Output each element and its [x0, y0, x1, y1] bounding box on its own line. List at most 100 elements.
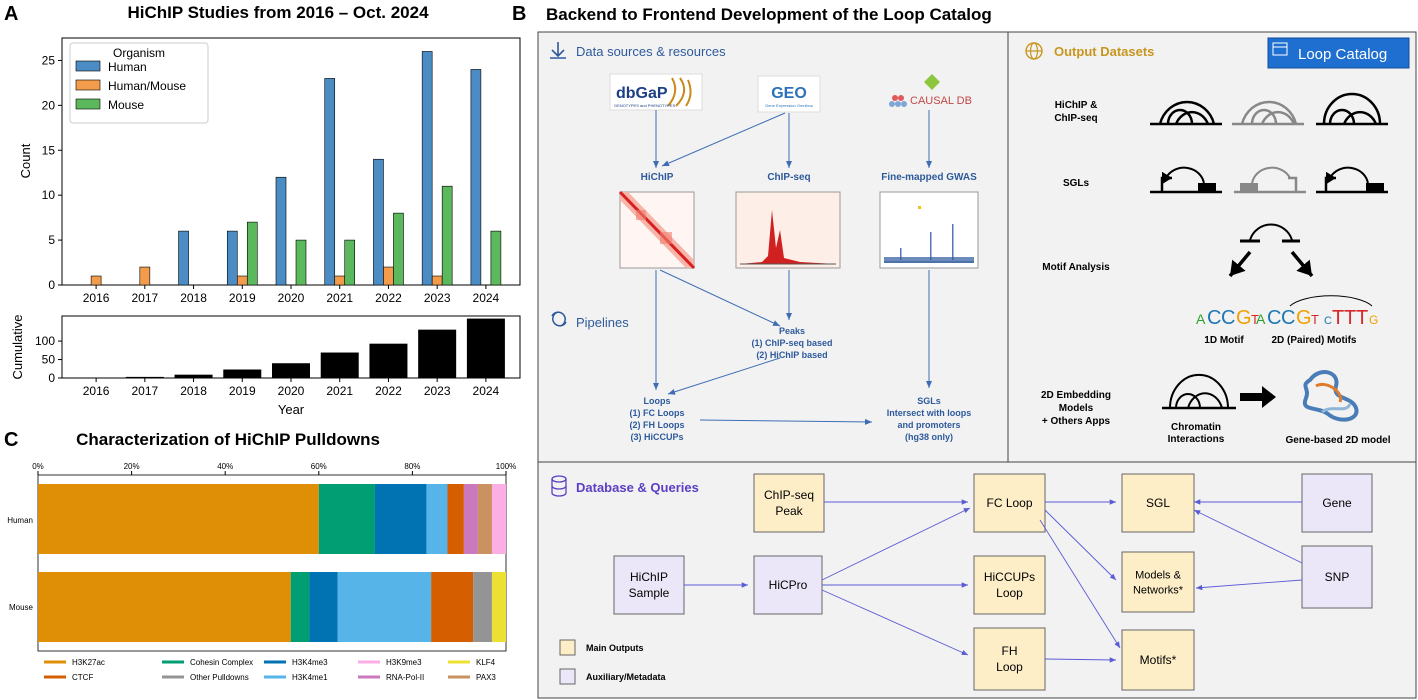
svg-text:A: A — [1196, 311, 1206, 327]
cumulative-bar — [272, 363, 310, 378]
cumulative-y-tick-label: 50 — [42, 353, 56, 367]
pulldown-legend-entry: H3K9me3 — [386, 658, 422, 667]
count-bar — [421, 51, 433, 286]
cumulative-bar — [174, 374, 213, 378]
chipseq-peak-plot — [735, 191, 841, 269]
pulldown-plot-frame — [37, 474, 507, 652]
count-bar — [373, 158, 384, 286]
motif-loop-icon — [1228, 223, 1314, 278]
pulldown-segment — [38, 572, 291, 642]
svg-text:T: T — [1251, 312, 1259, 327]
svg-text:C: C — [1324, 315, 1332, 327]
cumulative-bars — [77, 318, 505, 378]
cumulative-x-tick-label: 2022 — [375, 384, 402, 398]
node-hicpro: HiCPro — [753, 555, 823, 615]
sgl-icons-row — [1150, 166, 1388, 194]
cumulative-y-tick-label: 100 — [35, 334, 55, 348]
motif-2d-logo: A C C G T C T T T G — [1256, 295, 1378, 329]
pulldown-segment — [337, 572, 432, 642]
count-x-tick-label: 2024 — [473, 291, 500, 305]
cumulative-bar — [223, 369, 262, 378]
sgl-icon-alt — [1316, 166, 1388, 194]
motif-1d-label: 1D Motif — [1204, 335, 1244, 346]
pulldown-segment — [491, 484, 506, 554]
legend-swatch-main — [559, 639, 576, 656]
legend-entry: Human/Mouse — [108, 79, 186, 93]
output-row-label: HiChIP & — [1055, 100, 1098, 111]
panel-c: C Characterization of HiChIP Pulldowns 0… — [4, 429, 516, 682]
count-bar — [470, 69, 482, 286]
chart-title-a: HiChIP Studies from 2016 – Oct. 2024 — [127, 3, 429, 22]
count-bar — [344, 239, 356, 286]
node-label: Models & — [1135, 569, 1182, 581]
panel-letter-b: B — [512, 3, 526, 25]
legend-entry: Human — [108, 60, 147, 74]
pulldown-legend-entry: RNA-Pol-II — [386, 673, 424, 682]
cumulative-y-label: Cumulative — [10, 314, 25, 379]
node-gene: Gene — [1301, 473, 1373, 533]
count-y-tick-label: 0 — [48, 278, 55, 292]
svg-text:C: C — [1207, 307, 1221, 329]
chart-title-c: Characterization of HiChIP Pulldowns — [76, 430, 380, 449]
database-heading: Database & Queries — [576, 480, 699, 495]
pulldown-legend-entry: H3K4me3 — [292, 658, 328, 667]
count-bar — [178, 230, 189, 286]
dbgap-logo: dbGaP GENOTYPES and PHENOTYPES — [609, 73, 703, 111]
pulldown-segment — [38, 484, 319, 554]
svg-text:C: C — [1267, 307, 1281, 329]
svg-text:Gene Expression Omnibus: Gene Expression Omnibus — [765, 103, 813, 108]
loopsText-line: (1) FC Loops — [630, 408, 685, 418]
sglsText-line: and promoters — [897, 420, 960, 430]
count-bar — [236, 275, 248, 286]
node-label: Motifs* — [1140, 653, 1177, 667]
count-bar — [441, 185, 453, 286]
output-datasets-heading: Output Datasets — [1054, 44, 1154, 59]
pulldown-segment — [374, 484, 427, 554]
cumulative-x-tick-label: 2016 — [83, 384, 110, 398]
panel-b: B Backend to Frontend Development of the… — [512, 3, 1417, 699]
pulldown-segment — [290, 572, 310, 642]
sglsText-line: Intersect with loops — [887, 408, 972, 418]
pulldown-segment — [426, 484, 448, 554]
cumulative-y-tick-label: 0 — [48, 371, 55, 385]
node-label: ChIP-seq — [764, 488, 814, 502]
cumulative-bar — [320, 352, 359, 378]
count-x-tick-label: 2023 — [424, 291, 451, 305]
count-bar — [334, 275, 346, 286]
count-y-tick-label: 15 — [42, 143, 56, 157]
panel-a: A HiChIP Studies from 2016 – Oct. 2024 0… — [4, 3, 521, 417]
row-label-human: Human — [7, 516, 33, 525]
output-row-label: SGLs — [1063, 178, 1090, 189]
count-bar — [90, 275, 102, 286]
node-label: HiChIP — [630, 570, 668, 584]
svg-text:T: T — [1356, 307, 1368, 329]
output-row-label: Motif Analysis — [1042, 262, 1110, 273]
count-bar — [393, 212, 404, 286]
cumulative-x-tick-label: 2019 — [229, 384, 256, 398]
output-row-label: Models — [1059, 403, 1094, 414]
loops-text: Loops(1) FC Loops(2) FH Loops(3) HiCCUPs — [630, 396, 685, 442]
peaks-text: Peaks(1) ChIP-seq based(2) HiChIP based — [751, 326, 832, 360]
chromLabel-line: Chromatin — [1171, 422, 1221, 433]
cumulative-bar — [369, 343, 408, 378]
peaksText-line: (2) HiChIP based — [756, 350, 827, 360]
cumulative-x-tick-label: 2024 — [473, 384, 500, 398]
svg-text:T: T — [1332, 307, 1344, 329]
pulldown-legend-entry: H3K4me1 — [292, 673, 328, 682]
pulldown-legend-entry: H3K27ac — [72, 658, 105, 667]
legend-swatch — [75, 79, 101, 91]
pulldown-segment — [431, 572, 474, 642]
count-y-tick-label: 5 — [48, 233, 55, 247]
pulldown-x-tick-label: 0% — [32, 462, 44, 471]
pipelines-heading: Pipelines — [576, 315, 629, 330]
loop-catalog-button[interactable]: Loop Catalog — [1267, 37, 1410, 69]
output-row-label: + Others Apps — [1042, 416, 1111, 427]
pulldown-segment — [309, 572, 338, 642]
